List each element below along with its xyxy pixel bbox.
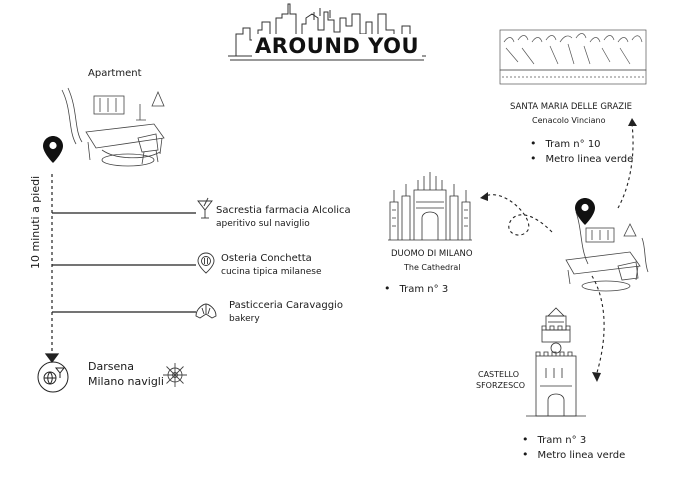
duomo-sketch [388, 172, 472, 241]
croissant-icon [195, 303, 217, 319]
cocktail-globe-icon [37, 361, 69, 393]
santa-maria-metro: Metro linea verde [530, 152, 634, 167]
stop-sacrestia-name: Sacrestia farmacia Alcolica [216, 205, 351, 216]
cocktail-icon [197, 197, 213, 219]
stop-osteria-desc: cucina tipica milanese [221, 267, 322, 277]
ship-wheel-icon [163, 363, 187, 387]
castello-tram: Tram n° 3 [522, 433, 587, 448]
santa-maria-name: SANTA MARIA DELLE GRAZIE [510, 102, 632, 112]
castello-name-line2: SFORZESCO [476, 381, 526, 390]
page-title: AROUND YOU [252, 34, 423, 58]
apartment-label: Apartment [88, 68, 142, 79]
stop-pasticceria-desc: bakery [229, 314, 260, 324]
santa-maria-subtitle: Cenacolo Vinciano [532, 116, 606, 125]
duomo-subtitle: The Cathedral [404, 263, 461, 272]
last-supper-sketch [499, 29, 647, 85]
duomo-tram: Tram n° 3 [384, 282, 449, 297]
darsena-title: Darsena [88, 360, 134, 373]
map-pin-icon-right [575, 198, 595, 225]
duomo-name: DUOMO DI MILANO [391, 249, 473, 259]
stop-sacrestia-desc: aperitivo sul naviglio [216, 219, 310, 229]
castello-metro: Metro linea verde [522, 448, 626, 463]
castello-name-line1: CASTELLO [478, 370, 520, 379]
darsena-subtitle: Milano navigli [88, 375, 164, 388]
stop-pasticceria-name: Pasticceria Caravaggio [229, 300, 343, 311]
apartment-sketch [61, 87, 165, 167]
castello-sketch [526, 307, 586, 417]
santa-maria-tram: Tram n° 10 [530, 137, 601, 152]
map-pin-icon [43, 136, 63, 163]
stop-osteria-name: Osteria Conchetta [221, 253, 312, 264]
map-pin-fork-icon [197, 252, 215, 274]
apartment-sketch-right [565, 211, 649, 292]
